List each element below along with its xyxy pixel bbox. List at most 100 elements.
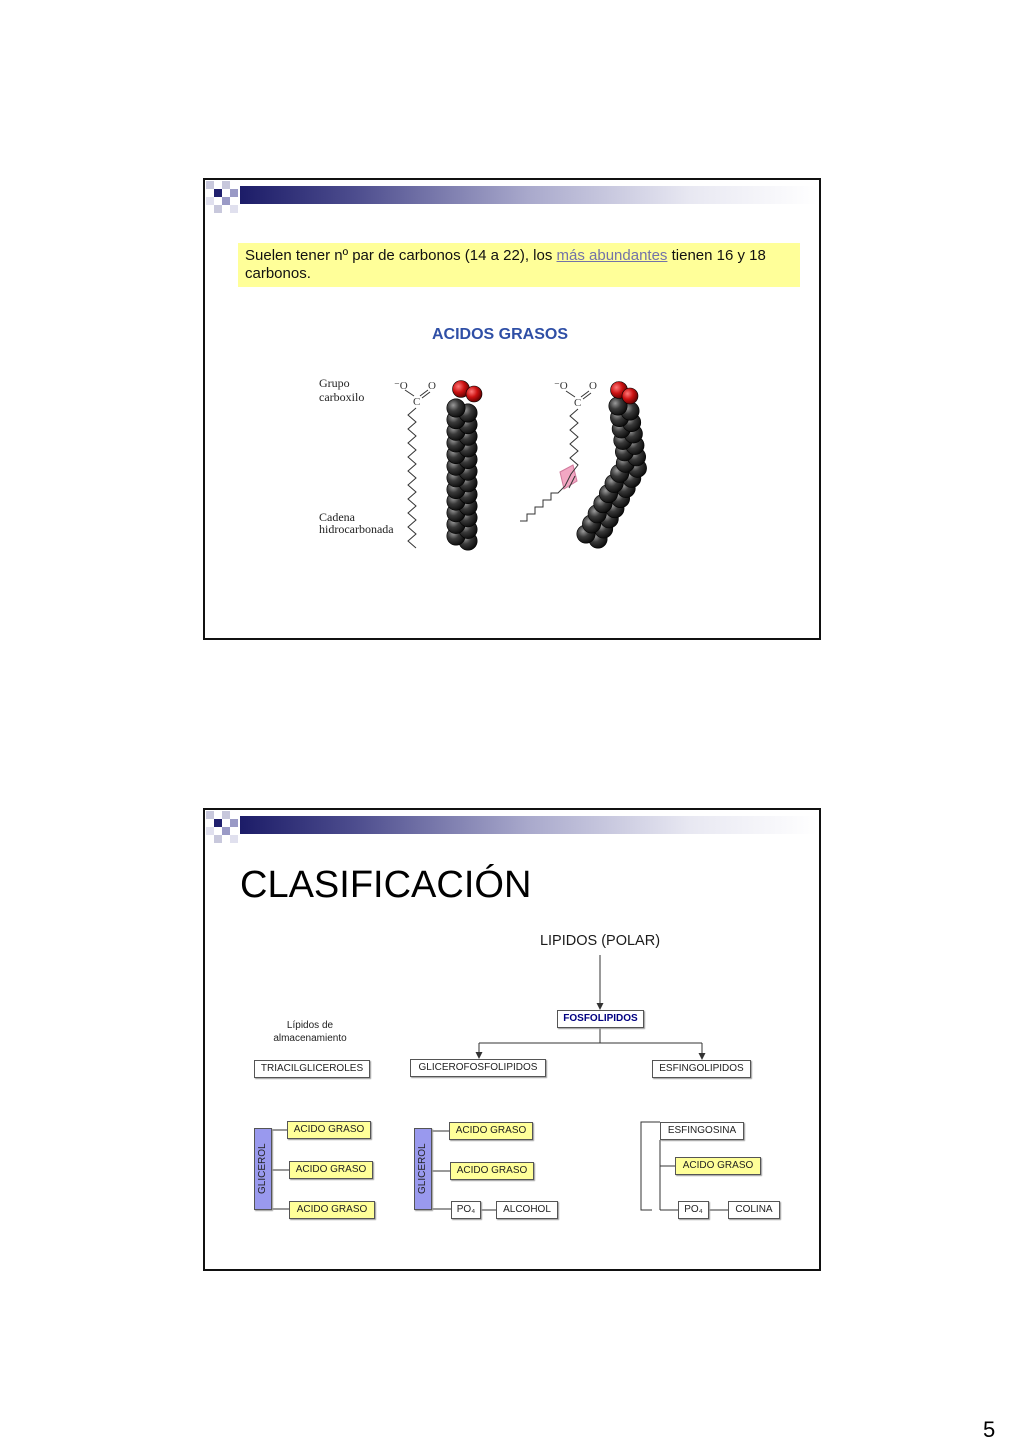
oxygen-atom — [621, 387, 639, 405]
carbon-atom — [446, 410, 466, 430]
esfingolipidos-box: ESFINGOLIPIDOS — [652, 1060, 751, 1078]
carbon-atom — [458, 461, 478, 481]
carbon-atom — [458, 496, 478, 516]
carbon-atom — [446, 456, 466, 476]
carbon-atom — [587, 504, 607, 524]
carbon-atom — [599, 509, 619, 529]
carbon-atom — [604, 473, 624, 493]
glicerofosfolipidos-box: GLICEROFOSFOLIPIDOS — [410, 1059, 546, 1077]
glicerol-backbone-box: GLICEROL — [414, 1128, 432, 1210]
template-square — [206, 827, 214, 835]
carbon-atom — [458, 438, 478, 458]
carbon-atom — [458, 403, 478, 423]
carbon-atom — [458, 519, 478, 539]
fatty-acid-box: ACIDO GRASO — [449, 1122, 533, 1140]
carbon-atom — [446, 444, 466, 464]
carbon-atom — [446, 398, 466, 418]
carboxylate-oxygen-label: ⁻O — [554, 380, 568, 392]
carbon-atom — [610, 488, 630, 508]
carbon-atom — [458, 531, 478, 551]
carbon-atom — [622, 412, 642, 432]
carbon-atom — [616, 478, 636, 498]
cis-double-bond — [568, 475, 576, 489]
fatty-acid-box: ACIDO GRASO — [287, 1121, 371, 1139]
oxygen-atom — [610, 381, 628, 399]
carbon-atom — [446, 514, 466, 534]
slide-fatty-acids: ACIDOS GRASOS Grupo carboxilo Cadena hid… — [203, 178, 821, 640]
carbon-atom — [598, 483, 618, 503]
more-abundant-link[interactable]: más abundantes — [556, 247, 668, 264]
space-filling-model-unsaturated — [576, 381, 647, 549]
carboxylate-oxygen-label: ⁻O — [394, 380, 408, 392]
phosphate-box: PO₄ — [451, 1201, 481, 1219]
fatty-acid-box: ACIDO GRASO — [289, 1201, 375, 1219]
template-square — [206, 181, 214, 189]
note-text-end: tienen 16 y 18 carbonos. — [245, 247, 766, 282]
template-square — [214, 819, 222, 827]
storage-lipids-caption: Lípidos de almacenamiento — [260, 1019, 360, 1045]
triacilgliceroles-box: TRIACILGLICEROLES — [254, 1060, 370, 1078]
caption-line: Lípidos de — [286, 1020, 334, 1031]
space-filling-model-saturated — [446, 380, 483, 551]
template-square — [214, 189, 222, 197]
saturated-fatty-acid-formula: ⁻O O C — [394, 380, 436, 549]
cis-double-bond-highlight — [559, 464, 578, 490]
carbon-atom — [458, 426, 478, 446]
hydrocarbon-chain-zigzag — [407, 407, 417, 549]
carbon-atom — [458, 473, 478, 493]
slide-title: CLASIFICACIÓN — [240, 864, 532, 906]
slide-classification: CLASIFICACIÓN LIPIDOS (POLAR) Lípidos de… — [203, 808, 821, 1271]
slide-header-decoration — [203, 178, 821, 218]
carbonyl-oxygen-label: O — [428, 380, 436, 392]
carbon-atom — [608, 396, 628, 416]
oxygen-atom — [465, 385, 483, 403]
carbon-atom — [605, 499, 625, 519]
carbon-atom — [446, 433, 466, 453]
slide-header-decoration — [203, 808, 821, 848]
esfingosina-box: ESFINGOSINA — [660, 1122, 744, 1140]
template-square — [222, 181, 230, 189]
glicerol-label: GLICEROL — [257, 1143, 268, 1195]
template-square — [230, 205, 238, 213]
carbon-atom — [582, 514, 602, 534]
caption-line: almacenamiento — [273, 1033, 347, 1044]
carbon-atom — [458, 508, 478, 528]
carbon-atom — [446, 503, 466, 523]
carbon-atom — [588, 529, 608, 549]
carbon-atom — [613, 430, 633, 450]
header-gradient-bar — [240, 186, 817, 204]
carbon-atom — [446, 526, 466, 546]
alcohol-box: ALCOHOL — [496, 1201, 558, 1219]
carbon-atom — [610, 463, 630, 483]
carbon-atom — [622, 468, 642, 488]
label-cadena: Cadena — [319, 510, 356, 524]
carbon-atom — [623, 424, 643, 444]
template-square — [222, 811, 230, 819]
label-grupo: Grupo — [319, 376, 350, 390]
template-square — [206, 197, 214, 205]
oxygen-atom — [452, 380, 470, 398]
carbonyl-oxygen-label: O — [589, 380, 597, 392]
phosphate-box: PO₄ — [678, 1201, 709, 1219]
label-hidrocarbonada: hidrocarbonada — [319, 522, 394, 536]
single-bond — [565, 390, 576, 398]
fosfolipidos-box: FOSFOLIPIDOS — [557, 1010, 644, 1028]
figure-title: ACIDOS GRASOS — [432, 326, 568, 343]
template-square — [214, 835, 222, 843]
template-square — [214, 205, 222, 213]
double-bond — [580, 390, 590, 398]
carbon-atom — [446, 421, 466, 441]
carbon-atom — [615, 453, 635, 473]
header-gradient-bar — [240, 816, 817, 834]
page-number: 5 — [983, 1417, 996, 1442]
colina-box: COLINA — [728, 1201, 780, 1219]
carbon-atom — [576, 524, 596, 544]
carboxyl-carbon-label: C — [574, 397, 581, 409]
fatty-acid-box: ACIDO GRASO — [450, 1162, 534, 1180]
carboxyl-carbon-label: C — [413, 396, 420, 408]
unsaturated-fatty-acid-formula: ⁻O O C — [520, 380, 597, 522]
carbon-atom — [627, 458, 647, 478]
carbon-atom — [446, 491, 466, 511]
carbon-atom — [458, 415, 478, 435]
carbon-atom — [625, 435, 645, 455]
